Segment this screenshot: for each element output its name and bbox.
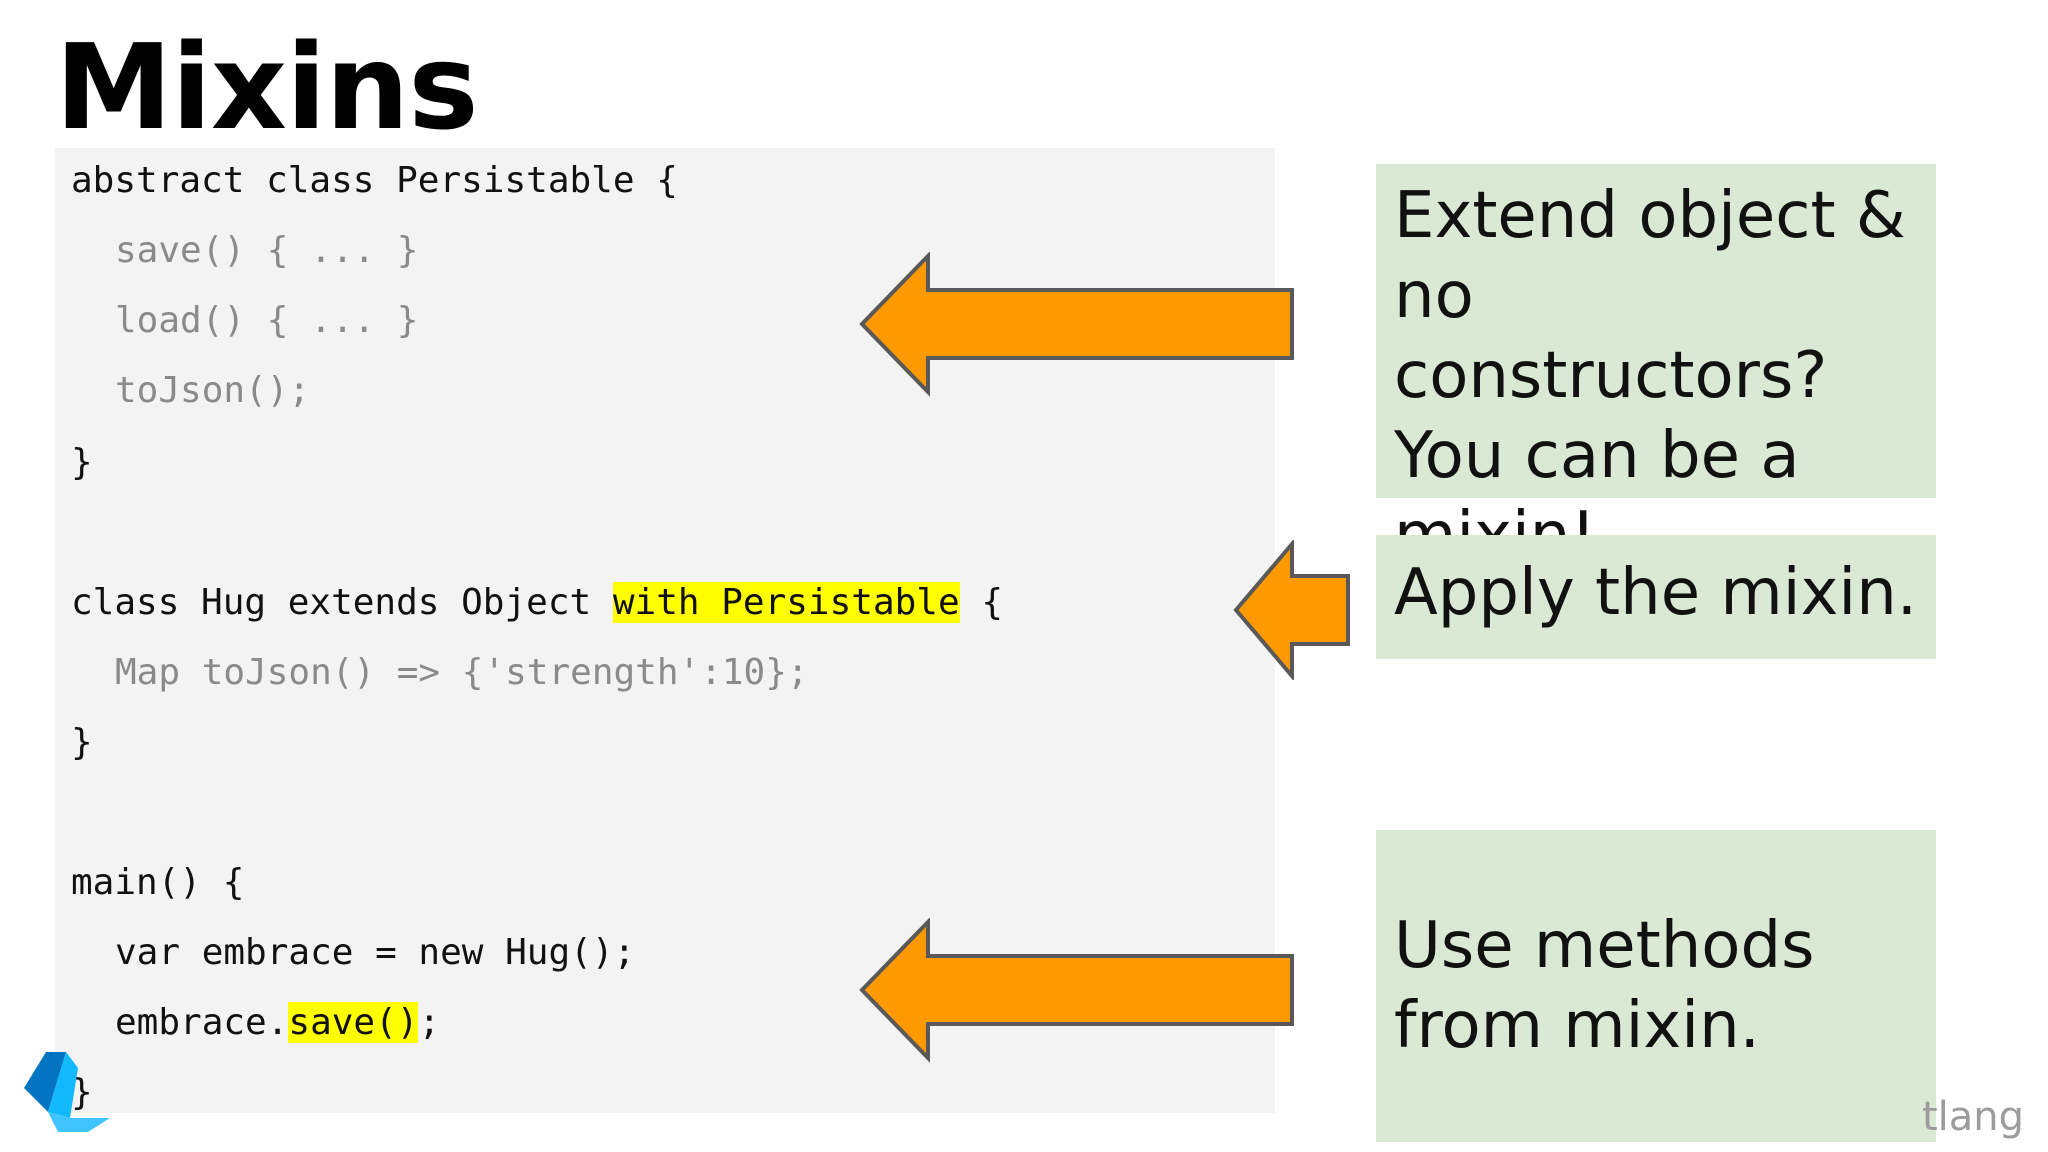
code-line: } — [71, 442, 93, 483]
code-line: save() { ... } — [115, 230, 419, 271]
watermark: tlang — [1921, 1094, 2024, 1140]
code-text: ; — [418, 1002, 441, 1043]
code-line-with-mixin: class Hug extends Object with Persistabl… — [71, 578, 1003, 628]
dart-logo-icon — [24, 1052, 110, 1132]
code-text: embrace. — [115, 1002, 289, 1043]
slide-title: Mixins — [55, 18, 479, 156]
code-text: { — [959, 582, 1003, 623]
highlighted-code: with Persistable — [612, 582, 960, 623]
callout-use-methods: Use methods from mixin. — [1376, 830, 1936, 1142]
highlighted-code: save() — [288, 1002, 419, 1043]
code-line-save-call: embrace.save(); — [115, 998, 440, 1048]
callout-extend-object: Extend object & no constructors? You can… — [1376, 164, 1936, 573]
arrow-left-icon — [859, 252, 1294, 397]
callout-apply-mixin: Apply the mixin. — [1376, 535, 1936, 659]
callout-text: Apply the mixin. — [1394, 556, 1918, 630]
code-line: load() { ... } — [115, 300, 419, 341]
arrow-left-icon — [859, 918, 1294, 1063]
code-line: abstract class Persistable { — [71, 160, 678, 201]
code-line: } — [71, 1072, 93, 1113]
arrow-left-icon — [1233, 540, 1350, 680]
callout-text: Extend object & no constructors? You can… — [1394, 179, 1906, 573]
code-line: main() { — [71, 862, 245, 903]
code-text: class Hug extends Object — [71, 582, 613, 623]
code-line: Map toJson() => {'strength':10}; — [115, 652, 809, 693]
code-line: toJson(); — [115, 370, 311, 411]
code-line: var embrace = new Hug(); — [115, 932, 636, 973]
callout-text: Use methods from mixin. — [1394, 909, 1815, 1063]
code-line: } — [71, 722, 93, 763]
